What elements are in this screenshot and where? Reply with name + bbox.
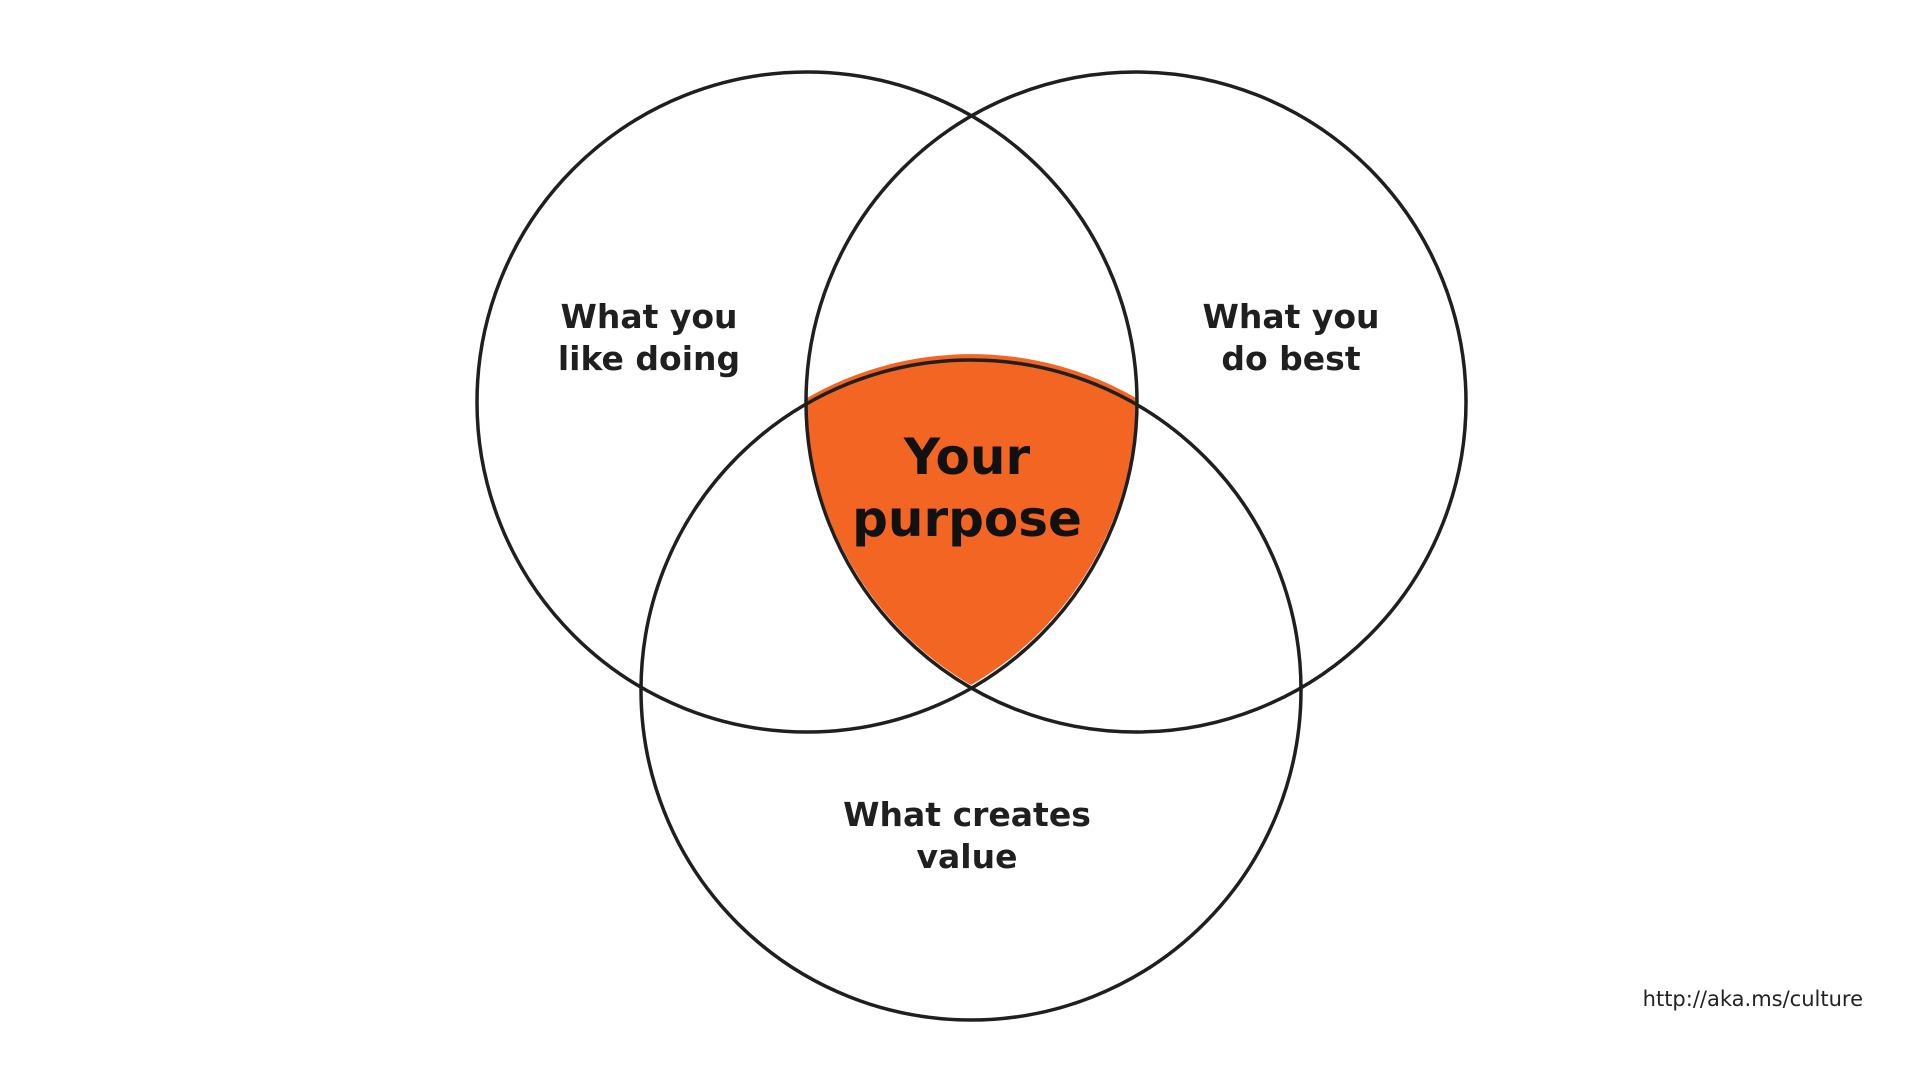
- label-line: What you: [1202, 297, 1380, 336]
- label-line: like doing: [557, 339, 741, 378]
- circle-what-creates-value: [639, 358, 1303, 1022]
- label-line: purpose: [852, 490, 1082, 548]
- circle-what-you-like-doing: [475, 70, 1139, 734]
- label-line: do best: [1221, 339, 1361, 378]
- label-line: What creates: [843, 795, 1091, 834]
- label-line: value: [916, 837, 1018, 876]
- purpose-intersection-region: [806, 354, 1137, 685]
- culture-link[interactable]: http://aka.ms/culture: [1642, 987, 1863, 1011]
- label-line: Your: [903, 428, 1031, 486]
- label-what-you-do-best: What you do best: [1131, 296, 1451, 380]
- label-line: What you: [560, 297, 738, 336]
- label-what-you-like-doing: What you like doing: [489, 296, 809, 380]
- circle-what-you-do-best: [804, 70, 1468, 734]
- label-your-purpose: Your purpose: [787, 426, 1147, 550]
- label-what-creates-value: What creates value: [807, 794, 1127, 878]
